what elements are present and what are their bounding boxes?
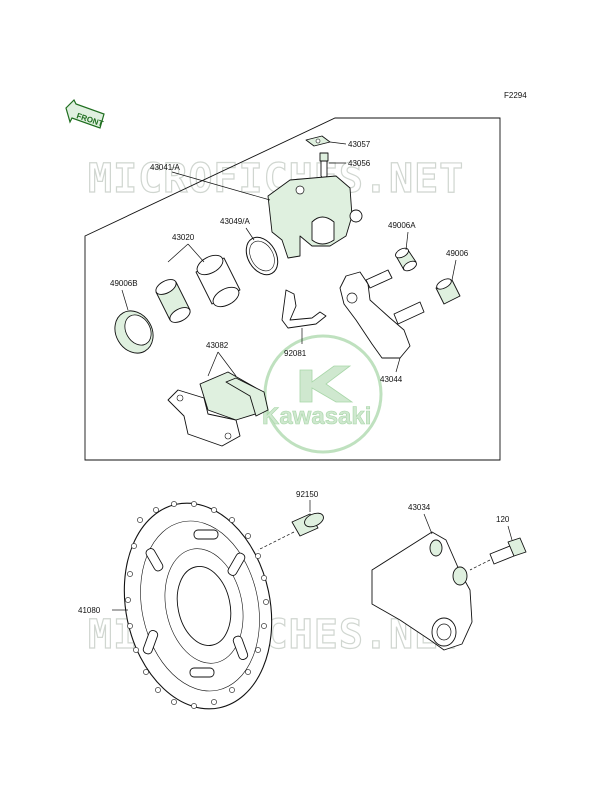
part-120: 120	[469, 515, 527, 571]
label-43020: 43020	[172, 233, 195, 242]
label-43049A: 43049/A	[220, 217, 250, 226]
part-43044: 43044	[339, 269, 425, 384]
figure-code: F2294	[504, 91, 527, 100]
label-43041A: 43041/A	[150, 163, 180, 172]
label-120: 120	[496, 515, 510, 524]
label-92150: 92150	[296, 490, 319, 499]
part-41080: 41080	[78, 501, 273, 710]
part-43057: 43057	[305, 135, 371, 149]
label-49006A: 49006A	[388, 221, 416, 230]
part-43041A: 43041/A	[150, 163, 363, 259]
part-49006B: 49006B	[110, 279, 154, 354]
label-43082: 43082	[206, 341, 229, 350]
part-43020: 43020	[167, 233, 241, 308]
label-43056: 43056	[348, 159, 371, 168]
part-49006: 49006	[435, 249, 469, 305]
label-43034: 43034	[408, 503, 431, 512]
part-dust-boot	[155, 279, 191, 323]
kawasaki-logo: Kawasaki	[262, 334, 383, 454]
part-43034: 43034	[371, 503, 473, 651]
part-92081: 92081	[281, 289, 327, 358]
part-43082: 43082	[167, 341, 269, 447]
front-arrow-icon: FRONT	[65, 98, 105, 129]
label-41080: 41080	[78, 606, 101, 615]
label-92081: 92081	[284, 349, 307, 358]
label-49006: 49006	[446, 249, 469, 258]
part-49006A: 49006A	[388, 221, 417, 272]
part-92150: 92150	[257, 490, 324, 551]
part-43049A: 43049/A	[220, 217, 279, 276]
label-49006B: 49006B	[110, 279, 138, 288]
label-43057: 43057	[348, 140, 371, 149]
label-43044: 43044	[380, 375, 403, 384]
caliper-assembly-frame	[84, 117, 501, 461]
logo-text: Kawasaki	[262, 403, 371, 430]
